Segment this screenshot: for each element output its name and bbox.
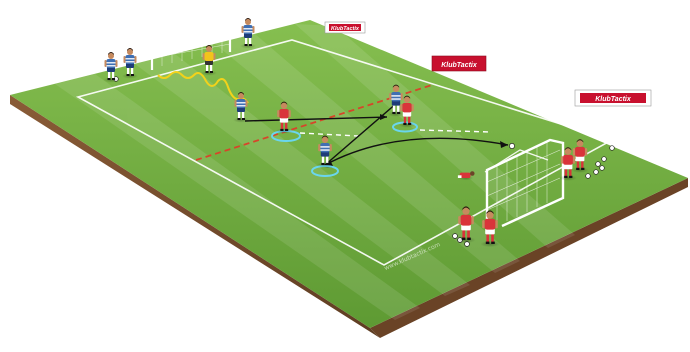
ball-icon: [453, 234, 458, 239]
ball-icon: [586, 174, 591, 179]
ball-icon: [600, 166, 605, 171]
ad-board-right: KlubTactix: [575, 90, 651, 106]
ball-icon: [594, 170, 599, 175]
ball-icon: [596, 162, 601, 167]
ad-board-left: KlubTactix: [325, 22, 365, 33]
ball-icon: [509, 143, 514, 148]
ad-board-right-text: KlubTactix: [595, 96, 632, 103]
ad-board-center: KlubTactix: [432, 56, 486, 71]
ball-icon: [602, 157, 607, 162]
ball-icon: [610, 146, 615, 151]
ad-board-center-text: KlubTactix: [441, 62, 478, 69]
ad-board-left-text: KlubTactix: [331, 26, 360, 32]
